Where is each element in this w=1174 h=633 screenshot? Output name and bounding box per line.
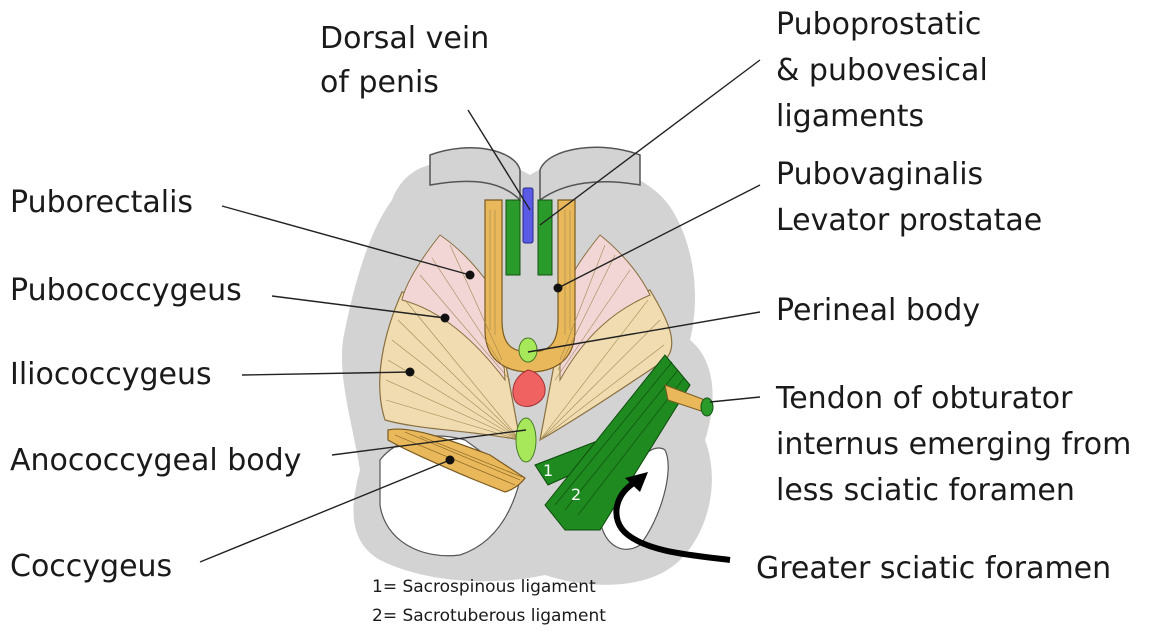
label-pubovaginalis: Pubovaginalis Levator prostatae [776,157,1042,238]
label-anococcygeal-body: Anococcygeal body [10,443,301,478]
marker-sacrospinous: 1 [543,461,553,480]
label-puboprostatic: Puboprostatic & pubovesical ligaments [776,7,997,134]
label-dorsal-vein: Dorsal vein of penis [320,21,499,100]
legend: 1= Sacrospinous ligament 2= Sacrotuberou… [372,577,606,626]
marker-sacrotuberous: 2 [571,485,581,504]
label-coccygeus: Coccygeus [10,549,172,584]
anococcygeal-body [516,418,536,462]
label-pubococcygeus: Pubococcygeus [10,273,242,308]
label-iliococcygeus: Iliococcygeus [10,357,212,392]
dorsal-vein [523,188,533,243]
label-perineal-body: Perineal body [776,293,980,328]
label-tendon-obturator: Tendon of obturator internus emerging fr… [775,381,1141,508]
puboprostatic-ligament-right [538,200,552,275]
obturator-tendon-end [701,398,713,416]
label-greater-sciatic: Greater sciatic foramen [756,551,1111,586]
puboprostatic-ligament-left [506,200,520,275]
label-puborectalis: Puborectalis [10,185,193,220]
perineal-body [519,338,537,362]
